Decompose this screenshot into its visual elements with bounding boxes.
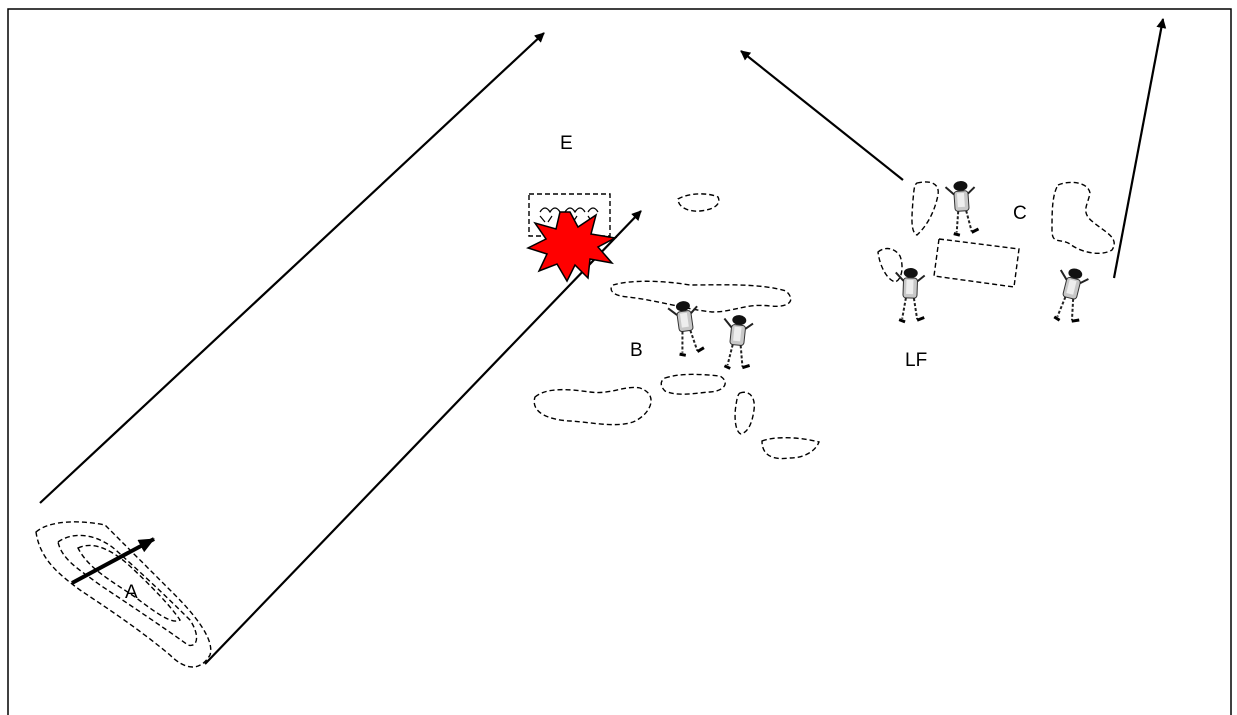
soldier-icon (1047, 263, 1093, 327)
movement-arrow-c-group (740, 50, 904, 181)
label-lf: LF (905, 350, 927, 371)
soldier-icon (943, 178, 981, 238)
soldier-icon (892, 265, 928, 325)
movement-arrow-center (204, 210, 642, 665)
soldier-group-b: B (630, 297, 757, 372)
explosion-icon (526, 211, 618, 283)
soldier-group-c: C LF (892, 178, 1093, 371)
terrain-b (533, 193, 820, 460)
soldier-icon (665, 297, 707, 359)
label-b: B (630, 340, 643, 361)
movement-arrow-left (39, 32, 545, 504)
enemy-position: E (526, 133, 618, 283)
area-a-arrow (71, 537, 155, 585)
label-a: A (125, 582, 138, 603)
label-e: E (560, 133, 573, 154)
soldier-icon (717, 312, 757, 372)
area-a: A (35, 521, 212, 668)
label-c: C (1013, 203, 1027, 224)
terrain-c (877, 181, 1115, 288)
frame-border (7, 8, 1232, 715)
movement-arrow-right (1112, 18, 1167, 279)
